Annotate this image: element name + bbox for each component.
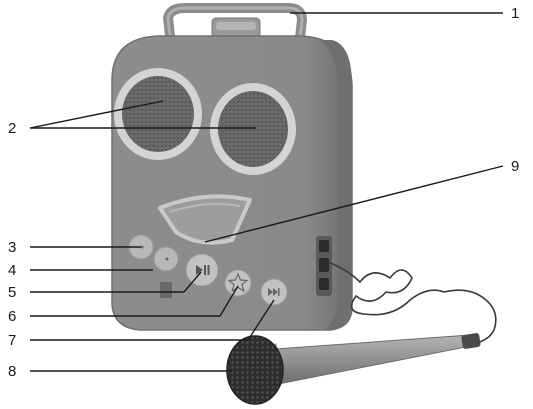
speaker-grille-right [210,83,296,175]
leader-7b [247,299,275,341]
play-pause-button[interactable] [185,253,219,287]
star-icon [227,272,249,293]
callout-7: 7 [8,332,16,349]
leader-2a [29,100,164,129]
callout-9: 9 [511,158,519,175]
callout-6: 6 [8,308,16,325]
microphone [226,333,481,405]
leader-9 [204,165,504,243]
leader-5b [183,271,202,293]
callout-4: 4 [8,262,16,279]
mode-button[interactable] [153,246,179,272]
skip-forward-icon [268,288,280,296]
microphone-cable [327,261,497,345]
callout-3: 3 [8,239,16,256]
play-pause-icon [196,265,210,275]
side-port-panel [316,236,332,296]
light-panel [158,194,252,245]
callout-1: 1 [511,5,519,22]
callout-2: 2 [8,120,16,137]
light-effect-button[interactable] [224,269,252,297]
speaker-foot [160,282,172,298]
speaker-grille-left [114,68,202,160]
callout-8: 8 [8,363,16,380]
leader-lines [29,12,504,372]
skip-forward-button[interactable] [260,278,288,306]
leader-6b [219,285,239,317]
carry-handle [162,3,308,41]
callout-5: 5 [8,284,16,301]
